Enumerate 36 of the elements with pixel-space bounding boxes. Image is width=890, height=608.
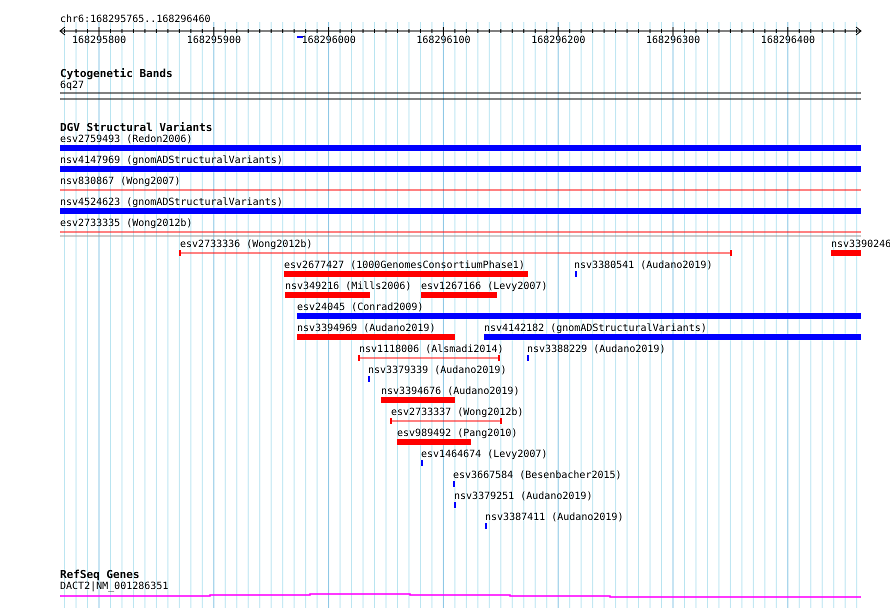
variant-label: nsv4147969 (gnomADStructuralVariants) — [60, 155, 283, 167]
tick-label: 168295900 — [186, 35, 241, 47]
variant-label: nsv3394969 (Audano2019) — [297, 323, 436, 335]
variant-label: nsv830867 (Wong2007) — [60, 176, 180, 188]
variant-label: esv24045 (Conrad2009) — [297, 302, 424, 314]
variant-label: nsv349216 (Mills2006) — [285, 281, 412, 293]
track-heading: RefSeq Genes — [60, 569, 140, 581]
tick-label: 168296400 — [760, 35, 815, 47]
tick-label: 168296100 — [416, 35, 471, 47]
gene-label: DACT2|NM_001286351 — [60, 581, 168, 593]
band-label: 6q27 — [60, 80, 84, 92]
tick-label: 168296000 — [302, 35, 356, 47]
variant-label: esv1464674 (Levy2007) — [421, 449, 548, 461]
variant-label: nsv4142182 (gnomADStructuralVariants) — [484, 323, 707, 335]
variant-label: esv2733337 (Wong2012b) — [391, 407, 524, 419]
variant-label: nsv3387411 (Audano2019) — [485, 512, 624, 524]
variant-label: nsv3379251 (Audano2019) — [454, 491, 592, 503]
variant-label: esv3667584 (Besenbacher2015) — [453, 470, 622, 482]
tick-label: 168296200 — [531, 35, 586, 47]
variant-label: esv2759493 (Redon2006) — [60, 134, 192, 146]
variant-label: nsv4524623 (gnomADStructuralVariants) — [60, 197, 283, 209]
variant-label: nsv3394676 (Audano2019) — [381, 386, 520, 398]
track-heading: DGV Structural Variants — [60, 122, 212, 134]
variant-label: esv2733335 (Wong2012b) — [60, 218, 192, 230]
variant-label: nsv3388229 (Audano2019) — [527, 344, 666, 356]
variant-label: esv2677427 (1000GenomesConsortiumPhase1) — [284, 260, 525, 272]
variant-label: nsv1118006 (Alsmadi2014) — [359, 344, 504, 356]
variant-label: esv1267166 (Levy2007) — [421, 281, 548, 293]
tick-label: 168296300 — [646, 35, 700, 47]
track-heading: Cytogenetic Bands — [60, 68, 173, 80]
variant-label: nsv3380541 (Audano2019) — [574, 260, 712, 272]
location-label: chr6:168295765..168296460 — [60, 14, 211, 26]
tick-label: 168295800 — [72, 35, 126, 47]
variant-label: esv989492 (Pang2010) — [397, 428, 518, 440]
variant-label: nsv3379339 (Audano2019) — [368, 365, 506, 377]
variant-label: esv2733336 (Wong2012b) — [180, 239, 312, 251]
